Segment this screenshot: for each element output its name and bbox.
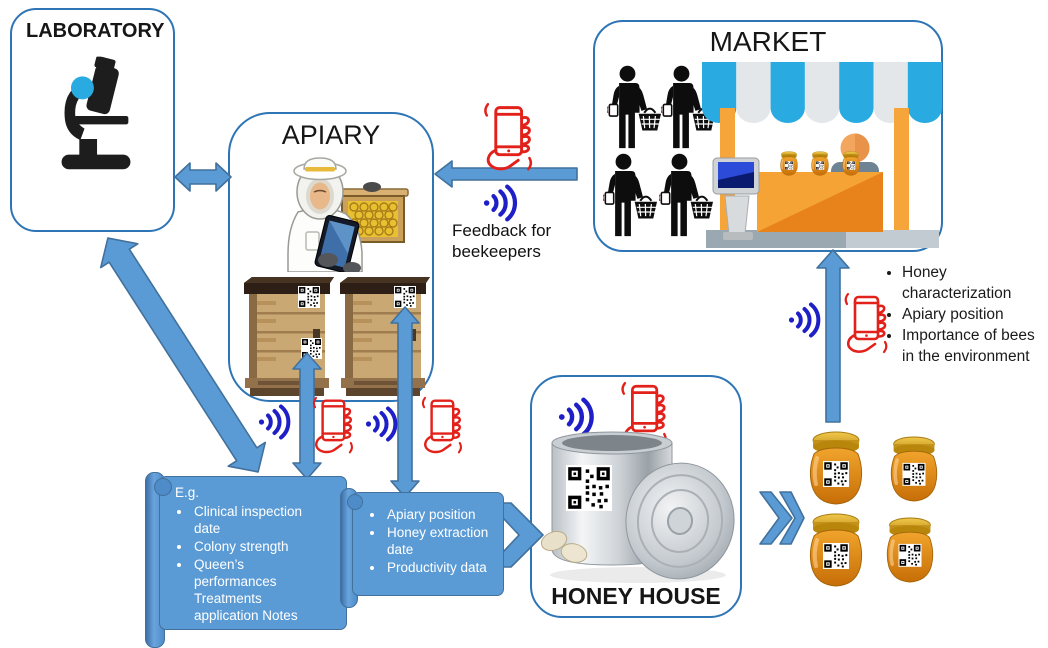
microscope-icon — [48, 56, 144, 174]
wifi-signal-icon — [786, 302, 828, 338]
wifi-signal-icon — [480, 184, 526, 222]
shopper-with-basket-icon — [603, 152, 657, 244]
apiary-records-scroll: E.g. Clinical inspection date Colony str… — [145, 468, 357, 648]
honey-jar-icon — [878, 514, 942, 586]
honey-jar-icon — [882, 432, 946, 506]
hand-holding-smartphone-icon — [306, 396, 358, 458]
arrow-lab-apiary-records — [99, 237, 267, 473]
honey-jar-icon — [799, 428, 873, 508]
arrow-honey-house-to-jars — [759, 491, 805, 545]
apiary-records-item: Queen’s performances Treatments applicat… — [192, 556, 326, 624]
hand-holding-smartphone-icon — [415, 396, 467, 458]
honey-jar-icon — [799, 510, 873, 590]
feedback-label: Feedback for beekeepers — [452, 221, 552, 261]
wifi-signal-icon — [363, 406, 405, 442]
consumer-info-list: Honey characterization Apiary position I… — [884, 262, 1044, 367]
hand-holding-smartphone-icon — [476, 102, 538, 176]
arrow-jars-to-market — [816, 249, 850, 423]
arrow-market-to-apiary — [434, 160, 578, 188]
consumer-info-item: Honey characterization — [902, 262, 1044, 304]
consumer-info-item: Apiary position — [902, 304, 1044, 325]
beekeeper-with-tablet-icon — [287, 157, 409, 272]
wifi-signal-icon — [256, 404, 298, 440]
shopper-with-basket-icon — [607, 64, 661, 156]
market-stall-icon — [702, 62, 942, 248]
honey-house-box: HONEY HOUSE — [530, 375, 742, 618]
apiary-records-item: Colony strength — [192, 538, 326, 555]
production-records-item: Productivity data — [385, 559, 503, 576]
arrow-lab-apiary — [174, 162, 232, 192]
laboratory-title: LABORATORY — [26, 20, 165, 42]
market-title: MARKET — [709, 26, 827, 57]
production-records-item: Honey extraction date — [385, 524, 503, 558]
apiary-box: APIARY — [228, 112, 434, 402]
market-box: MARKET — [593, 20, 943, 252]
qr-code-icon — [394, 286, 416, 308]
honey-tank-icon — [540, 431, 735, 583]
apiary-records-item: Clinical inspection date — [192, 503, 326, 537]
consumer-info-item: Importance of bees in the environment — [902, 325, 1044, 367]
apiary-records-heading: E.g. — [175, 485, 200, 500]
apiary-title: APIARY — [281, 120, 381, 150]
laboratory-box: LABORATORY — [10, 8, 175, 232]
production-records-item: Apiary position — [385, 506, 503, 523]
honey-house-title: HONEY HOUSE — [551, 583, 721, 609]
arrow-records-to-honey-house — [488, 502, 544, 568]
production-records-scroll: Apiary position Honey extraction date Pr… — [340, 486, 508, 610]
